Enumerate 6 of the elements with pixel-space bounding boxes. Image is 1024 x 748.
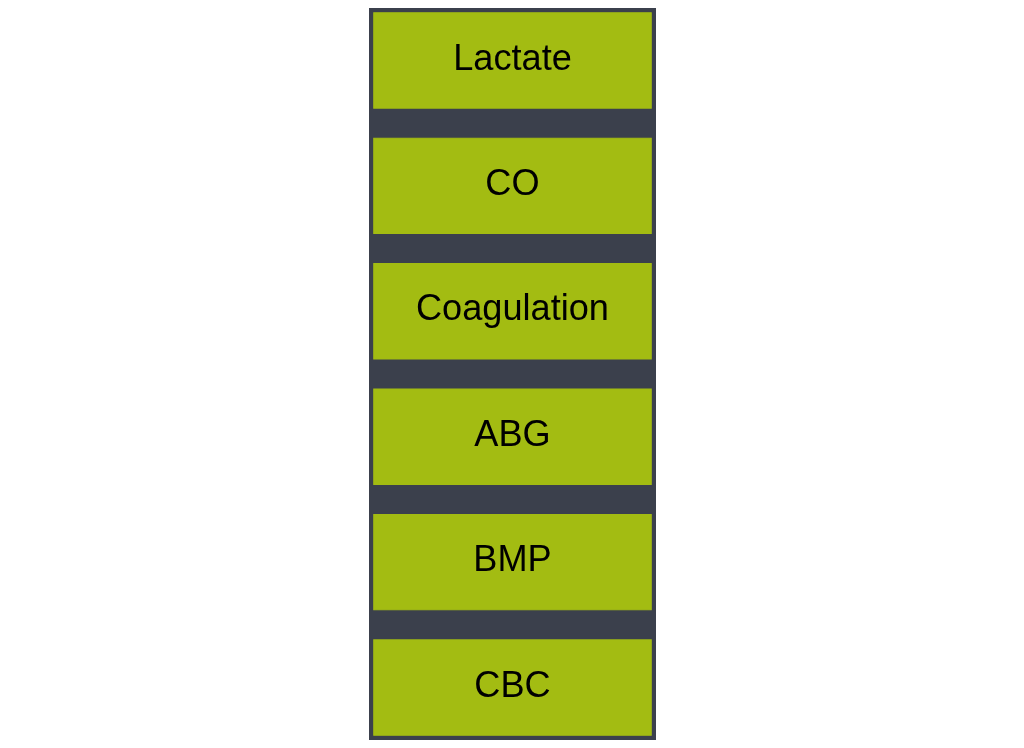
node-box: CO xyxy=(372,137,652,235)
node-box: Coagulation xyxy=(372,263,652,360)
node-box: ABG xyxy=(372,388,652,485)
node-box: BMP xyxy=(372,513,652,611)
node-box: Lactate xyxy=(372,12,652,109)
node-box: CBC xyxy=(372,639,652,736)
